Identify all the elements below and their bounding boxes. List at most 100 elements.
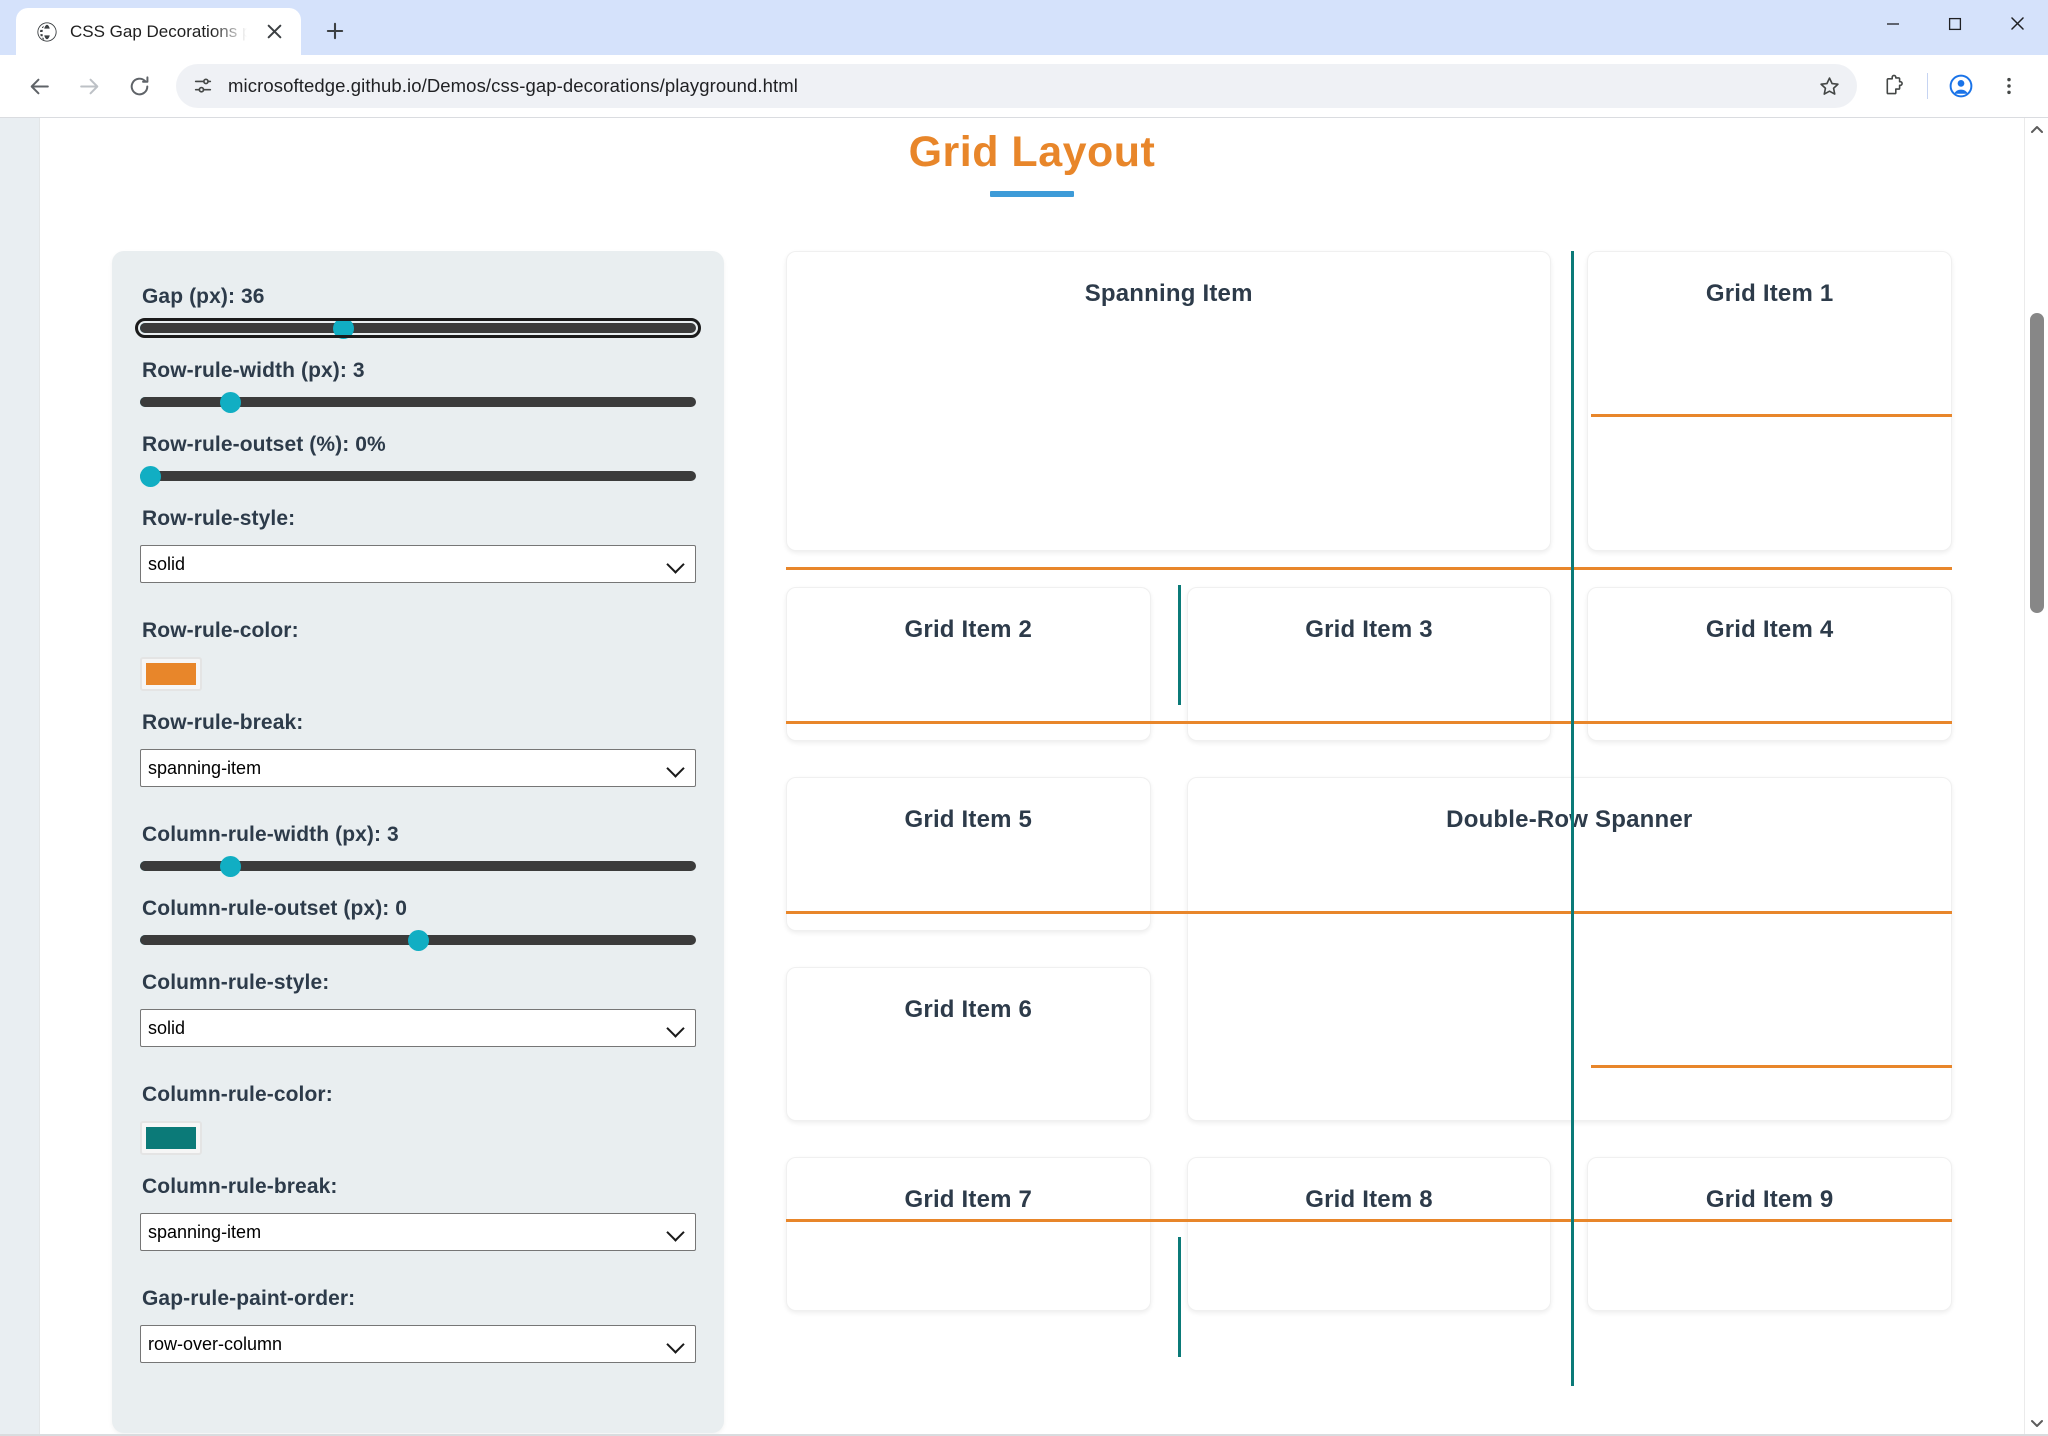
scrollbar-thumb[interactable] [2030,313,2044,613]
control-gap-rule-paint-order: Gap-rule-paint-order: row-over-column [140,1287,696,1385]
control-row-rule-outset: Row-rule-outset (%): 0% [140,433,696,481]
row-rule-1 [786,567,1952,570]
web-page: Grid Layout Gap (px): 36 [40,118,2024,1436]
tab-close-icon[interactable] [259,17,289,47]
back-button-icon[interactable] [16,63,62,109]
controls-panel: Gap (px): 36 Row-rule-width (px): 3 [112,251,724,1433]
grid-cell-item-4: Grid Item 4 [1587,587,1952,741]
control-column-rule-break: Column-rule-break: spanning-item [140,1175,696,1273]
account-circle-icon[interactable] [1938,63,1984,109]
select-row-rule-style[interactable]: solid [140,545,696,583]
control-column-rule-width: Column-rule-width (px): 3 [140,823,696,871]
control-column-rule-outset: Column-rule-outset (px): 0 [140,897,696,945]
grid-cell-item-9: Grid Item 9 [1587,1157,1952,1311]
window-controls [1862,0,2048,47]
browser-tab[interactable]: CSS Gap Decorations playgroun [16,8,301,55]
slider-wrap-row-rule-outset [140,471,696,481]
viewport-bottom-edge [0,1434,2048,1436]
color-picker-row-rule-color[interactable] [140,657,202,691]
control-label-column-rule-break: Column-rule-break: [142,1175,338,1198]
reload-button-icon[interactable] [116,63,162,109]
slider-wrap-column-rule-width [140,861,696,871]
scroll-up-arrow-icon[interactable] [2025,118,2048,140]
grid-item-label: Grid Item 9 [1705,1186,1834,1213]
maximize-icon[interactable] [1924,0,1986,47]
slider-wrap-row-rule-width [140,397,696,407]
grid-cell-item-3: Grid Item 3 [1186,587,1552,741]
slider-row-rule-width[interactable] [140,397,696,407]
grid-item-label: Grid Item 4 [1705,616,1834,643]
address-bar[interactable]: microsoftedge.github.io/Demos/css-gap-de… [176,64,1857,108]
control-label-row-rule-style: Row-rule-style: [142,507,296,530]
page-viewport: Grid Layout Gap (px): 36 [0,117,2048,1436]
slider-gap[interactable] [135,318,701,338]
page-layout: Gap (px): 36 Row-rule-width (px): 3 [72,251,1992,1433]
select-wrap-row-rule-style: solid [140,545,696,605]
new-tab-button[interactable] [313,9,357,53]
control-label-row-rule-break: Row-rule-break: [142,711,304,734]
control-gap: Gap (px): 36 [135,285,701,338]
extensions-puzzle-icon[interactable] [1871,63,1917,109]
viewport-left-gutter [0,118,40,1436]
control-label-column-rule-color: Column-rule-color: [142,1083,333,1106]
control-row-rule-color: Row-rule-color: [140,619,696,691]
control-label-column-rule-style: Column-rule-style: [142,971,330,994]
forward-button-icon[interactable] [66,63,112,109]
grid-item-label: Grid Item 6 [904,996,1033,1023]
slider-wrap-column-rule-outset [140,935,696,945]
close-window-icon[interactable] [1986,0,2048,47]
select-gap-rule-paint-order[interactable]: row-over-column [140,1325,696,1363]
control-label-row-rule-color: Row-rule-color: [142,619,299,642]
vertical-scrollbar[interactable] [2024,118,2048,1436]
grid-cell-item-5: Grid Item 5 [786,777,1151,931]
slider-row-rule-outset[interactable] [140,471,696,481]
control-label-gap-rule-paint-order: Gap-rule-paint-order: [142,1287,356,1310]
url-text: microsoftedge.github.io/Demos/css-gap-de… [228,75,799,96]
globe-icon [37,21,57,42]
grid-item-label: Grid Item 5 [904,806,1033,833]
grid-cell-item-6: Grid Item 6 [786,967,1151,1121]
toolbar-divider [1927,73,1928,99]
tab-title: CSS Gap Decorations playgroun [70,21,247,41]
grid-item-label: Grid Item 2 [904,616,1033,643]
grid-cell-item-1: Grid Item 1 [1587,251,1952,551]
control-label-column-rule-outset: Column-rule-outset (px): 0 [142,897,408,920]
select-column-rule-style[interactable]: solid [140,1009,696,1047]
scroll-down-arrow-icon[interactable] [2025,1412,2048,1434]
grid-item-label: Spanning Item [1084,280,1253,307]
grid-item-label: Grid Item 8 [1305,1186,1433,1213]
control-row-rule-style: Row-rule-style: solid [140,507,696,605]
control-label-row-rule-outset: Row-rule-outset (%): 0% [142,433,386,456]
select-wrap-row-rule-break: spanning-item [140,749,696,809]
control-label-row-rule-width: Row-rule-width (px): 3 [142,359,365,382]
control-row-rule-break: Row-rule-break: spanning-item [140,711,696,809]
select-row-rule-break[interactable]: spanning-item [140,749,696,787]
control-column-rule-color: Column-rule-color: [140,1083,696,1155]
slider-column-rule-outset[interactable] [140,935,696,945]
select-wrap-column-rule-style: solid [140,1009,696,1069]
tab-strip: CSS Gap Decorations playgroun [0,0,357,55]
column-rule-left-row5 [1177,1237,1181,1357]
toolbar-right-actions [1871,63,2032,109]
grid-cell-item-2: Grid Item 2 [786,587,1151,741]
select-wrap-column-rule-break: spanning-item [140,1213,696,1273]
slider-column-rule-width[interactable] [140,861,696,871]
bookmark-star-icon[interactable] [1809,66,1849,106]
grid-cell-item-8: Grid Item 8 [1186,1157,1552,1311]
control-column-rule-style: Column-rule-style: solid [140,971,696,1069]
grid-item-label: Grid Item 1 [1705,280,1834,307]
title-underline [990,191,1074,197]
browser-titlebar: CSS Gap Decorations playgroun [0,0,2048,55]
select-column-rule-break[interactable]: spanning-item [140,1213,696,1251]
minimize-icon[interactable] [1862,0,1924,47]
three-dot-menu-icon[interactable] [1986,63,2032,109]
column-rule-left-row2 [1177,585,1181,705]
grid-item-label: Grid Item 7 [904,1186,1033,1213]
control-row-rule-width: Row-rule-width (px): 3 [140,359,696,407]
site-settings-icon[interactable] [190,73,216,99]
color-picker-column-rule-color[interactable] [140,1121,202,1155]
control-label-column-rule-width: Column-rule-width (px): 3 [142,823,399,846]
slider-wrap-gap [135,318,701,338]
grid-cell-double-row-spanner: Double-Row Spanner [1186,777,1952,1121]
